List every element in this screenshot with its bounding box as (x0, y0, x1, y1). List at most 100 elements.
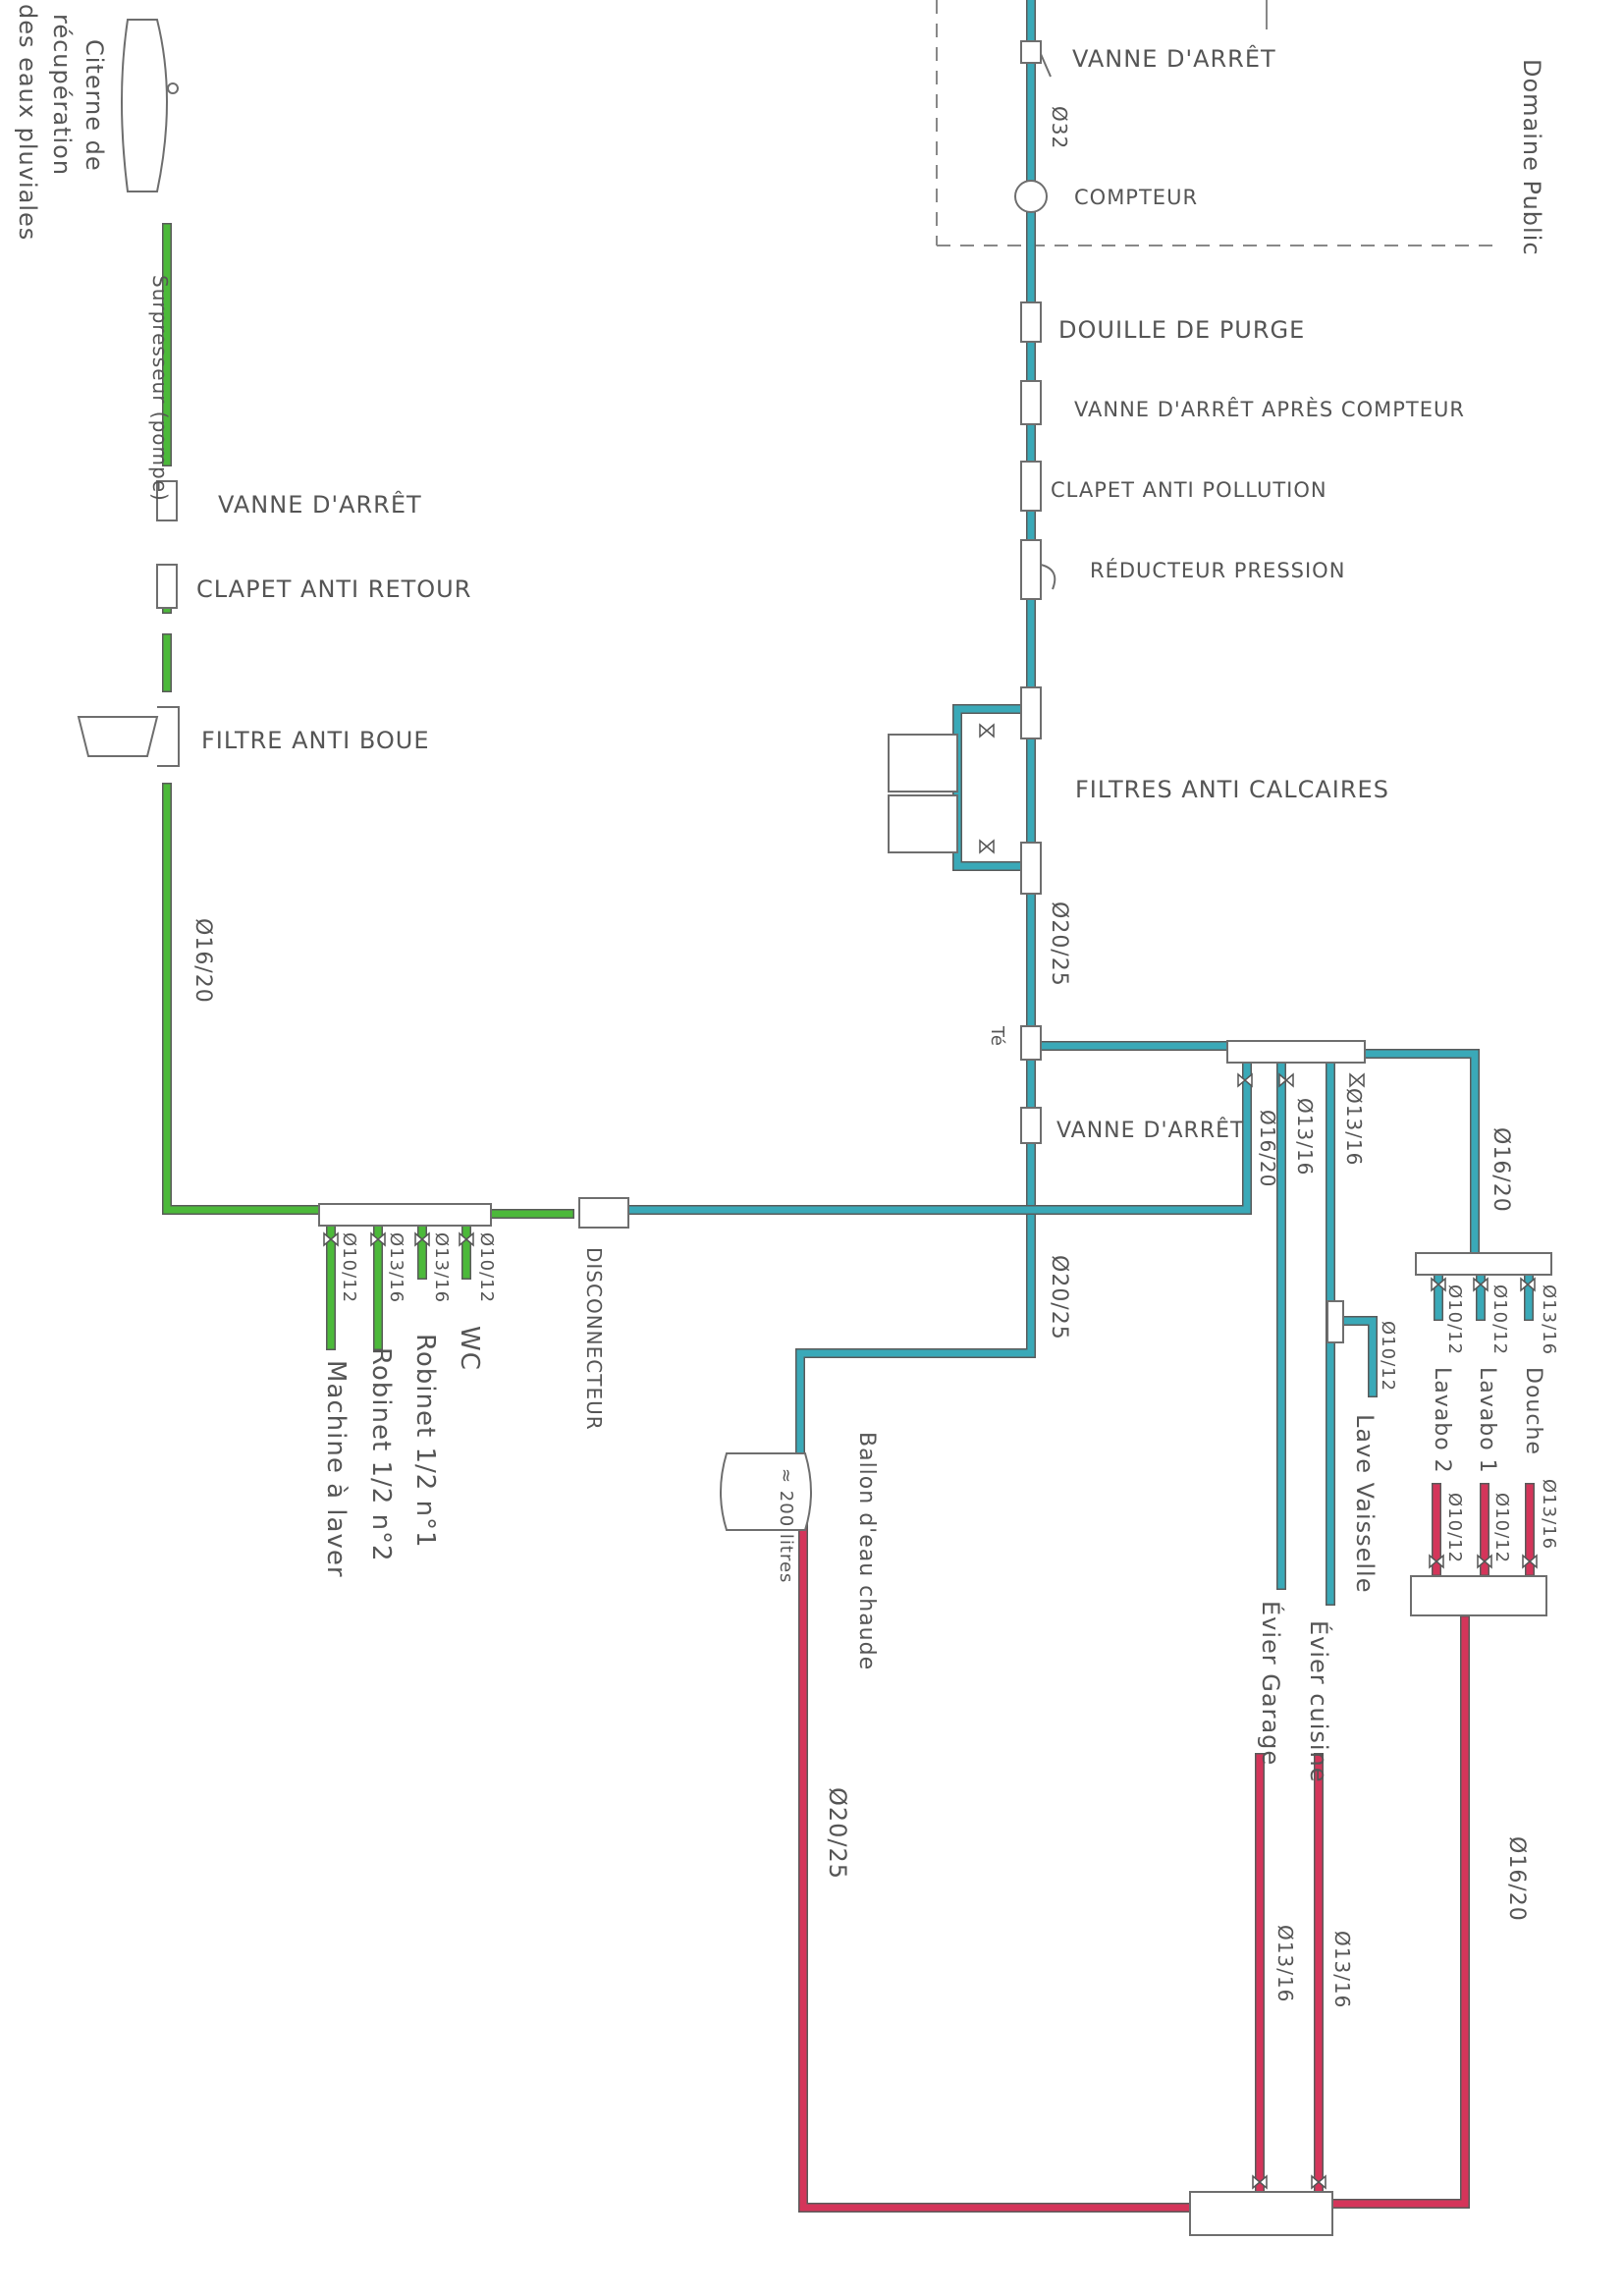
cistern-label-2: récupération (48, 14, 76, 176)
rain-valve-icon (156, 480, 178, 521)
rain-collector-icon (318, 1203, 492, 1227)
outlet-wc-name: WC (455, 1326, 484, 1371)
cistern-icon (121, 19, 168, 192)
valve-2-icon (1020, 1107, 1042, 1144)
limescale-filters-label: FILTRES ANTI CALCAIRES (1075, 776, 1389, 803)
bath-cold-collector-icon (1415, 1252, 1552, 1276)
outlet-tap1-diam: Ø13/16 (431, 1232, 452, 1303)
tee-icon (1020, 1025, 1042, 1061)
valve-2-label: VANNE D'ARRÊT (1056, 1118, 1244, 1143)
valve-symbol-icon (1278, 1072, 1294, 1088)
water-heater-icon (720, 1452, 812, 1531)
meter-icon (1014, 180, 1048, 213)
basin-1-hot-diam: Ø10/12 (1491, 1493, 1512, 1563)
valve-symbol-icon (459, 1231, 474, 1247)
hot-bath-diameter: Ø16/20 (1504, 1836, 1529, 1922)
cistern-cap-icon (167, 82, 179, 94)
dishwasher-diam: Ø10/12 (1378, 1321, 1398, 1392)
kitchen-sink-label: Évier cuisine (1305, 1620, 1333, 1783)
valve-symbol-icon (1252, 2174, 1268, 2190)
outlet-valves (323, 723, 1538, 2190)
hot-water-pipes (798, 1483, 1535, 2213)
dishwasher-tee-icon (1326, 1300, 1344, 1343)
collector-diam-right: Ø16/20 (1489, 1127, 1513, 1213)
valve-symbol-icon (1473, 1277, 1489, 1292)
cold-collector-icon (1226, 1040, 1366, 1064)
valve-symbol-icon (979, 723, 995, 738)
valve-symbol-icon (1522, 1554, 1538, 1569)
pressure-reducer-icon (1020, 539, 1056, 600)
main-diameter-label: Ø20/25 (1047, 902, 1071, 987)
purge-fitting-icon (1020, 301, 1042, 343)
hot-main (799, 1523, 1194, 2212)
purge-label: DOUILLE DE PURGE (1058, 316, 1305, 344)
heater-feed-diameter-label: Ø20/25 (1047, 1255, 1071, 1340)
valve-symbol-icon (1237, 1072, 1253, 1088)
valve-after-meter-label: VANNE D'ARRÊT APRÈS COMPTEUR (1074, 397, 1465, 421)
basin-1-label: Lavabo 1 (1475, 1367, 1499, 1474)
tee-label: Té (987, 1025, 1007, 1047)
anti-pollution-label: CLAPET ANTI POLLUTION (1051, 478, 1327, 502)
hot-main-diameter: Ø20/25 (824, 1787, 851, 1880)
shower-diam: Ø13/16 (1539, 1285, 1559, 1355)
shower-hot-diam: Ø13/16 (1539, 1479, 1559, 1550)
check-valve-label: CLAPET ANTI RETOUR (196, 575, 471, 603)
rain-water-pipes (162, 223, 574, 1350)
labels: Domaine Public Citerne de récupération d… (14, 4, 1559, 2008)
outlet-wc-diam: Ø10/12 (476, 1232, 497, 1303)
mud-filter-label: FILTRE ANTI BOUE (201, 727, 429, 754)
anti-pollution-valve-icon (1020, 461, 1042, 512)
shower-label: Douche (1521, 1367, 1545, 1455)
outlet-machine-name: Machine à laver (321, 1360, 351, 1578)
cistern-label-1: Citerne de (81, 39, 108, 172)
hot-kitchen-diameter: Ø13/16 (1330, 1931, 1354, 2008)
basin-2-label: Lavabo 2 (1430, 1367, 1454, 1474)
mud-filter-icon (77, 706, 180, 767)
outlet-machine-diam: Ø10/12 (339, 1232, 359, 1303)
check-valve-icon (156, 564, 178, 609)
collector-diam-b: Ø13/16 (1293, 1098, 1317, 1175)
public-domain-label: Domaine Public (1518, 59, 1545, 256)
hot-to-bathroom (1328, 1616, 1469, 2208)
water-heater-label: Ballon d'eau chaude (854, 1432, 879, 1670)
rain-valve-label: VANNE D'ARRÊT (218, 490, 422, 519)
valve-symbol-icon (1349, 1072, 1365, 1088)
rain-diameter-label: Ø16/20 (190, 918, 215, 1004)
hot-garage-diameter: Ø13/16 (1273, 1925, 1297, 2002)
meter-label: COMPTEUR (1074, 186, 1198, 209)
main-valve-label: VANNE D'ARRÊT (1072, 44, 1276, 73)
dishwasher-label: Lave Vaisselle (1351, 1414, 1379, 1593)
disconnector-label: DISCONNECTEUR (582, 1247, 606, 1431)
rain-main (163, 224, 328, 1214)
cold-to-bathroom (1361, 1050, 1479, 1263)
valve-symbol-icon (1429, 1554, 1444, 1569)
valve-symbol-icon (323, 1231, 339, 1247)
valve-symbol-icon (370, 1231, 386, 1247)
outlet-tap2-diam: Ø13/16 (386, 1232, 406, 1303)
valve-symbol-icon (979, 839, 995, 854)
garage-sink-label: Évier Garage (1257, 1601, 1285, 1766)
basin-2-hot-diam: Ø10/12 (1444, 1493, 1465, 1563)
bath-hot-collector-icon (1410, 1575, 1547, 1616)
water-heater-capacity: ≈ 200 litres (776, 1468, 796, 1583)
valve-symbol-icon (1520, 1277, 1536, 1292)
valve-after-meter-icon (1020, 380, 1042, 425)
disconnector-icon (578, 1197, 629, 1229)
cold-to-disconnector (624, 1057, 1251, 1214)
outlet-tap1-name: Robinet 1/2 n°1 (410, 1334, 440, 1549)
collector-diam-c: Ø13/16 (1342, 1088, 1366, 1166)
hot-collector-icon (1189, 2191, 1333, 2236)
basin-1-diam: Ø10/12 (1489, 1285, 1510, 1355)
components (77, 19, 1552, 2236)
valve-symbol-icon (1311, 2174, 1326, 2190)
inlet-diameter-label: Ø32 (1048, 106, 1071, 149)
valve-symbol-icon (414, 1231, 430, 1247)
basin-2-diam: Ø10/12 (1444, 1285, 1465, 1355)
limescale-filter-1-icon (888, 734, 958, 793)
cold-dishwasher (1331, 1317, 1377, 1396)
collector-diam-a: Ø16/20 (1256, 1110, 1279, 1187)
limescale-filter-2-icon (888, 794, 958, 853)
main-valve-icon (1020, 40, 1042, 64)
valve-symbol-icon (1431, 1277, 1446, 1292)
